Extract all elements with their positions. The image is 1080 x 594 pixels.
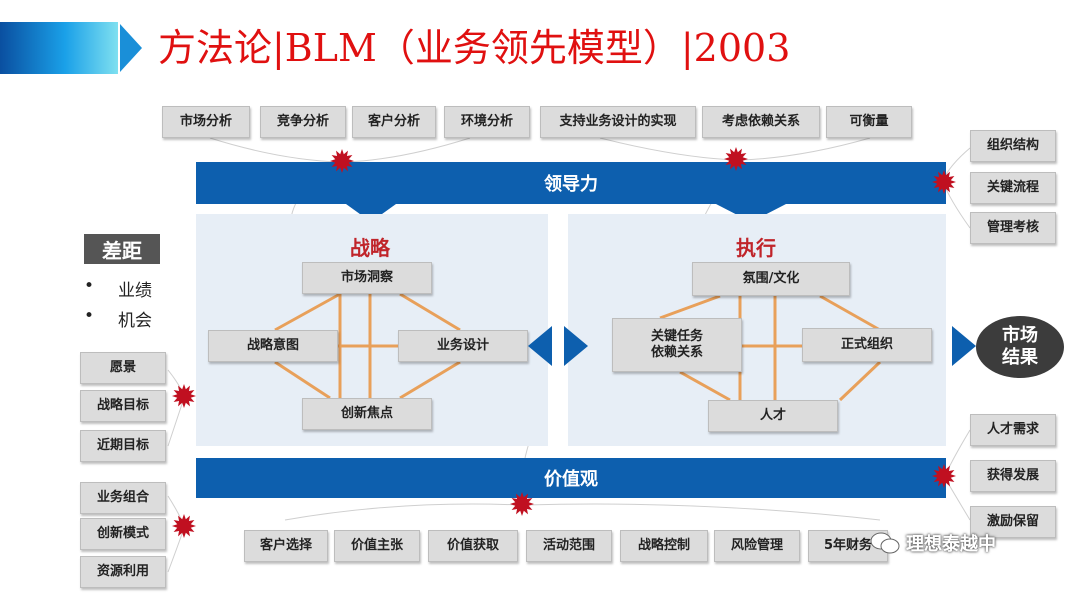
bottom-box-0: 客户选择	[244, 530, 328, 562]
gap-item-performance: 业绩	[118, 281, 152, 301]
left-lower-box-2: 资源利用	[80, 556, 166, 588]
bottom-box-1: 价值主张	[334, 530, 420, 562]
execution-title: 执行	[736, 236, 776, 260]
values-band: 价值观	[196, 458, 946, 498]
gap-item-bullet: •	[84, 306, 95, 326]
execution-node-talent: 人才	[708, 400, 838, 432]
top-box-6: 可衡量	[826, 106, 912, 138]
bottom-box-3: 活动范围	[526, 530, 612, 562]
burst-icon	[330, 149, 354, 173]
page-title: 方法论|BLM（业务领先模型）|2003	[158, 26, 791, 70]
burst-icon	[724, 147, 748, 171]
left-lower-box-1: 创新模式	[80, 518, 166, 550]
top-box-2: 客户分析	[352, 106, 436, 138]
burst-icon	[932, 170, 956, 194]
left-upper-box-1: 战略目标	[80, 390, 166, 422]
left-lower-box-0: 业务组合	[80, 482, 166, 514]
execution-node-culture: 氛围/文化	[692, 262, 850, 296]
burst-icon	[932, 464, 956, 488]
top-box-5: 考虑依赖关系	[702, 106, 820, 138]
watermark: 理想泰越中	[870, 530, 996, 556]
left-upper-box-2: 近期目标	[80, 430, 166, 462]
strategy-node-business-design: 业务设计	[398, 330, 528, 362]
right-lower-box-1: 获得发展	[970, 460, 1056, 492]
bottom-box-4: 战略控制	[620, 530, 708, 562]
result-line-2: 结果	[1002, 347, 1038, 368]
right-lower-box-2: 激励保留	[970, 506, 1056, 538]
gap-title: 差距	[84, 234, 160, 264]
burst-icon	[172, 514, 196, 538]
chevron-icon	[528, 326, 588, 366]
leadership-band-notches	[346, 204, 786, 222]
top-box-1: 竞争分析	[260, 106, 346, 138]
top-box-3: 环境分析	[444, 106, 530, 138]
bottom-box-5: 风险管理	[714, 530, 800, 562]
gap-item-opportunity: 机会	[118, 311, 152, 331]
strategy-title: 战略	[350, 236, 390, 260]
execution-node-critical-tasks: 关键任务 依赖关系	[612, 318, 742, 372]
market-result-circle: 市场 结果	[976, 316, 1064, 378]
header-accent-bar	[0, 22, 118, 74]
result-line-1: 市场	[1002, 325, 1038, 346]
strategy-node-strategic-intent: 战略意图	[208, 330, 338, 362]
right-upper-box-0: 组织结构	[970, 130, 1056, 162]
leadership-band: 领导力	[196, 162, 946, 204]
left-upper-box-0: 愿景	[80, 352, 166, 384]
right-lower-box-0: 人才需求	[970, 414, 1056, 446]
result-chevron-icon	[952, 326, 976, 366]
top-box-4: 支持业务设计的实现	[540, 106, 696, 138]
right-upper-box-2: 管理考核	[970, 212, 1056, 244]
strategy-node-market-insight: 市场洞察	[302, 262, 432, 294]
burst-icon	[510, 492, 534, 516]
gap-item-bullet: •	[84, 276, 95, 296]
wechat-icon	[870, 532, 900, 554]
header-arrow-icon	[120, 24, 142, 72]
top-box-0: 市场分析	[162, 106, 250, 138]
burst-icon	[172, 384, 196, 408]
bottom-box-2: 价值获取	[428, 530, 518, 562]
watermark-text: 理想泰越中	[906, 534, 996, 555]
execution-node-formal-organization: 正式组织	[802, 328, 932, 362]
right-upper-box-1: 关键流程	[970, 172, 1056, 204]
strategy-node-innovation-focus: 创新焦点	[302, 398, 432, 430]
